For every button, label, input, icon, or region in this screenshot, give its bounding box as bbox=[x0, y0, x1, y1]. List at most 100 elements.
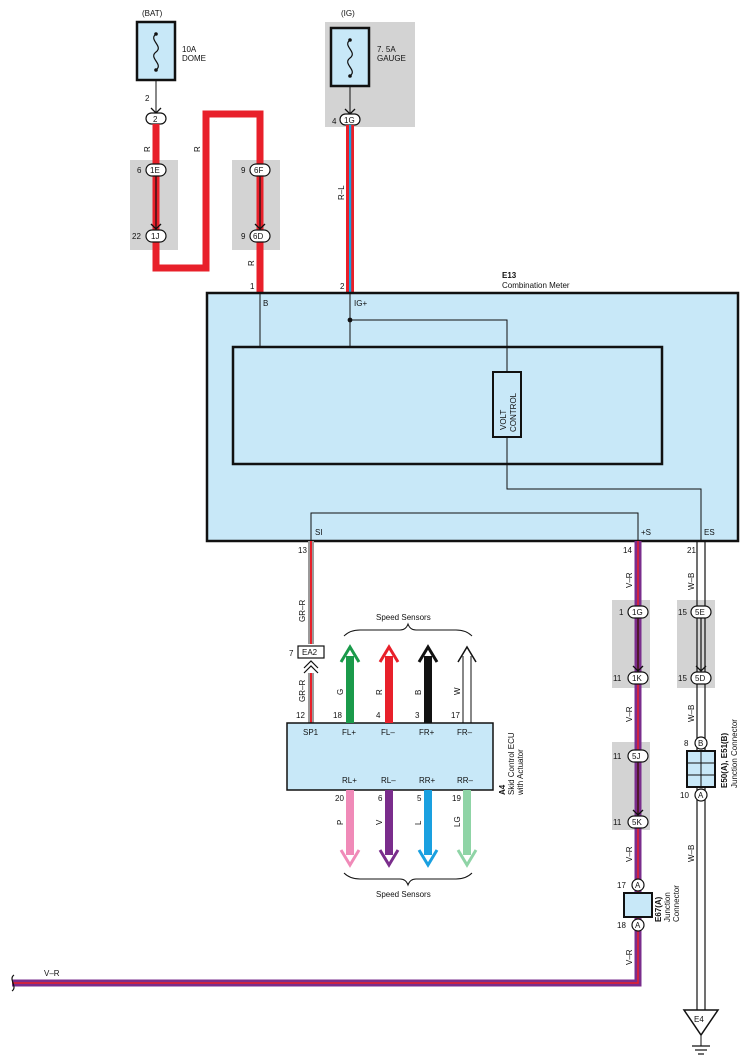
ecu-top-pin-1: 4 bbox=[376, 711, 381, 720]
e50-top-pin: 8 bbox=[684, 739, 689, 748]
red-wire bbox=[152, 110, 264, 292]
ecu-top-label-1: FL– bbox=[381, 728, 395, 737]
wire-label-l: L bbox=[414, 820, 423, 825]
ecu-bottom-label-3: RR– bbox=[457, 776, 474, 785]
dome-fuse-name: DOME bbox=[182, 54, 206, 63]
gauge-fuse-name: GAUGE bbox=[377, 54, 406, 63]
svg-text:EA2: EA2 bbox=[302, 648, 318, 657]
meter-pin-si: 13 bbox=[298, 546, 307, 555]
e50-bottom-conn: A bbox=[698, 791, 704, 800]
ecu-top-label-3: FR– bbox=[457, 728, 473, 737]
speed-sensors-top-brace bbox=[343, 622, 473, 637]
wire-label-wb3: W–B bbox=[687, 845, 696, 862]
wire-label-lg: LG bbox=[453, 816, 462, 827]
wire-label-b: B bbox=[414, 690, 423, 695]
j-vr2-bottom-conn: 5K bbox=[632, 818, 642, 827]
j-vr1-top-pin: 1 bbox=[619, 608, 624, 617]
e67-name-1: Junction bbox=[663, 892, 672, 922]
wire-break bbox=[11, 974, 15, 992]
wire-rl-minus bbox=[378, 790, 400, 868]
ea2-connector bbox=[297, 645, 325, 659]
gauge-fuse-rating: 7. 5A bbox=[377, 45, 396, 54]
j-left-top-conn: 1E bbox=[150, 166, 160, 175]
wire-label-g: G bbox=[336, 689, 345, 695]
j-vr1-bottom-pin: 11 bbox=[613, 674, 622, 683]
wire-label-vr4: V–R bbox=[625, 949, 634, 965]
j-left-bottom-conn: 1J bbox=[151, 232, 159, 241]
wire-label-rl: R–L bbox=[337, 185, 346, 200]
e50-name: Junction Connector bbox=[730, 719, 739, 788]
gauge-fuse-symbol bbox=[347, 39, 353, 77]
e50-bottom-pin: 10 bbox=[680, 791, 689, 800]
wire-label-r3: R bbox=[247, 260, 256, 266]
wire-label-r-ecu: R bbox=[375, 689, 384, 695]
meter-label-ig: IG+ bbox=[354, 299, 367, 308]
wire-label-grr2: GR–R bbox=[298, 680, 307, 702]
meter-inner-box bbox=[231, 345, 664, 466]
volt-label: VOLT bbox=[499, 410, 508, 430]
ecu-top-pin-2: 3 bbox=[415, 711, 420, 720]
ecu-pin-sp1: 12 bbox=[296, 711, 305, 720]
bat-source-label: (BAT) bbox=[142, 9, 163, 18]
ecu-bottom-pin-1: 6 bbox=[378, 794, 383, 803]
e67-bottom-pin: 18 bbox=[617, 921, 626, 930]
meter-pin-s: 14 bbox=[623, 546, 632, 555]
meter-label-es: ES bbox=[704, 528, 715, 537]
ecu-top-label-0: FL+ bbox=[342, 728, 356, 737]
wire-label-vr2: V–R bbox=[625, 706, 634, 722]
speed-sensors-top: Speed Sensors bbox=[376, 613, 431, 622]
control-label: CONTROL bbox=[509, 392, 518, 432]
ig-source-label: (IG) bbox=[341, 9, 355, 18]
e67-bottom-conn: A bbox=[635, 921, 641, 930]
svg-text:2: 2 bbox=[153, 115, 158, 124]
wire-label-p: P bbox=[336, 820, 345, 825]
meter-label-b: B bbox=[263, 299, 268, 308]
ecu-bottom-label-1: RL– bbox=[381, 776, 396, 785]
e67-top-conn: A bbox=[635, 881, 641, 890]
dome-fuse-rating: 10A bbox=[182, 45, 197, 54]
ea2-pin: 7 bbox=[289, 649, 294, 658]
wire-fr-minus bbox=[457, 645, 477, 723]
ecu-top-pin-0: 18 bbox=[333, 711, 342, 720]
ecu-bottom-label-2: RR+ bbox=[419, 776, 436, 785]
wire-rr-minus bbox=[456, 790, 478, 868]
wire-rr-plus bbox=[417, 790, 439, 868]
e67-id: E67(A) bbox=[654, 896, 663, 922]
j-wb-bottom-pin: 15 bbox=[678, 674, 687, 683]
skid-control-ecu bbox=[286, 722, 494, 791]
ecu-bottom-pin-3: 19 bbox=[452, 794, 461, 803]
wire-label-v: V bbox=[375, 819, 384, 825]
wire-fl-plus bbox=[339, 644, 361, 723]
wire-label-vr1: V–R bbox=[625, 572, 634, 588]
ground-id: E4 bbox=[694, 1015, 704, 1024]
e67-top-pin: 17 bbox=[617, 881, 626, 890]
svg-text:1G: 1G bbox=[344, 116, 355, 125]
dome-fuse-symbol bbox=[153, 33, 159, 71]
j-vr1-bottom-conn: 1K bbox=[632, 674, 642, 683]
ground-e4 bbox=[682, 1009, 720, 1037]
wire-label-wb2: W–B bbox=[687, 705, 696, 722]
ecu-name-2: with Actuator bbox=[516, 749, 525, 796]
meter-label-si: SI bbox=[315, 528, 323, 537]
e50-top-conn: B bbox=[698, 739, 703, 748]
ecu-label-sp1: SP1 bbox=[303, 728, 319, 737]
ecu-bottom-pin-0: 20 bbox=[335, 794, 344, 803]
j-mid-bottom-conn: 6D bbox=[253, 232, 263, 241]
bat-pin: 2 bbox=[145, 94, 150, 103]
meter-label-s: +S bbox=[641, 528, 651, 537]
j-mid-top-pin: 9 bbox=[241, 166, 246, 175]
wire-label-vr-left: V–R bbox=[44, 969, 60, 978]
dome-fuse bbox=[135, 20, 177, 82]
j-wb-bottom-conn: 5D bbox=[695, 674, 705, 683]
wire-label-wb1: W–B bbox=[687, 573, 696, 590]
j-wb-top-pin: 15 bbox=[678, 608, 687, 617]
meter-pin-b: 1 bbox=[250, 282, 255, 291]
j-wb-top-conn: 5E bbox=[695, 608, 705, 617]
wire-rl-plus bbox=[339, 790, 361, 868]
j-vr1-top-conn: 1G bbox=[632, 608, 643, 617]
ig-pin: 4 bbox=[332, 117, 337, 126]
ecu-bottom-pin-2: 5 bbox=[417, 794, 422, 803]
wire-label-w: W bbox=[453, 687, 462, 695]
wire-fl-minus bbox=[378, 644, 400, 723]
